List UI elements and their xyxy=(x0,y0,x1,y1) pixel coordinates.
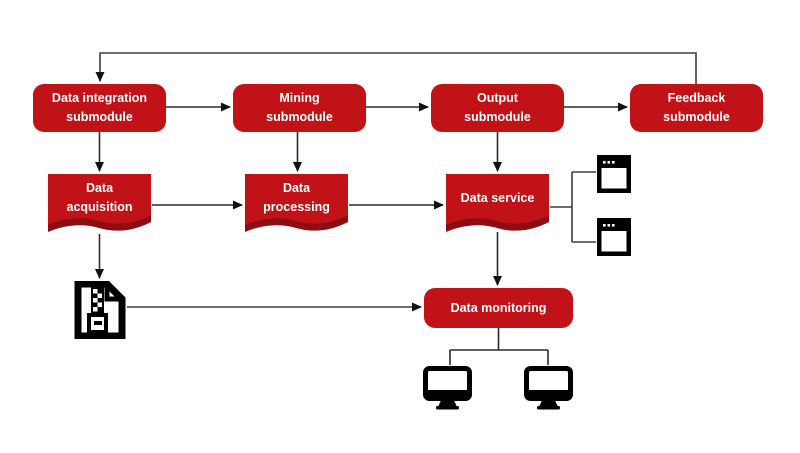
document-shape xyxy=(446,174,549,232)
monitor-icon xyxy=(423,366,472,417)
node-label-line: Feedback xyxy=(667,91,726,106)
node-label-line: Data integration xyxy=(51,91,148,106)
node-label-line: Output xyxy=(477,91,518,106)
monitor-icon xyxy=(524,366,573,417)
node-label: Data service xyxy=(460,190,535,205)
app-window-icon xyxy=(596,217,632,261)
node-data-acquisition: Data acquisition xyxy=(48,174,151,236)
document-shape xyxy=(48,174,151,232)
node-label: Data processing xyxy=(263,181,330,214)
node-feedback-submodule: Feedback submodule xyxy=(630,84,763,132)
node-output-submodule: Output submodule xyxy=(431,84,564,132)
node-data-service: Data service xyxy=(446,174,549,236)
node-mining-submodule: Mining submodule xyxy=(233,84,366,132)
node-data-monitoring: Data monitoring xyxy=(424,288,573,328)
node-label: Data acquisition xyxy=(66,181,133,214)
document-shape xyxy=(245,174,348,232)
node-label-line: submodule xyxy=(663,110,730,124)
node-data-processing: Data processing xyxy=(245,174,348,236)
node-label-line: submodule xyxy=(266,110,333,124)
zip-file-icon xyxy=(74,280,126,344)
node-label-line: submodule xyxy=(464,110,531,124)
app-window-icon xyxy=(596,154,632,198)
node-label: Data monitoring xyxy=(450,300,547,315)
node-data-integration-submodule: Data integration submodule xyxy=(33,84,166,132)
node-label-line: submodule xyxy=(66,110,133,124)
node-label-line: Mining xyxy=(279,91,320,106)
